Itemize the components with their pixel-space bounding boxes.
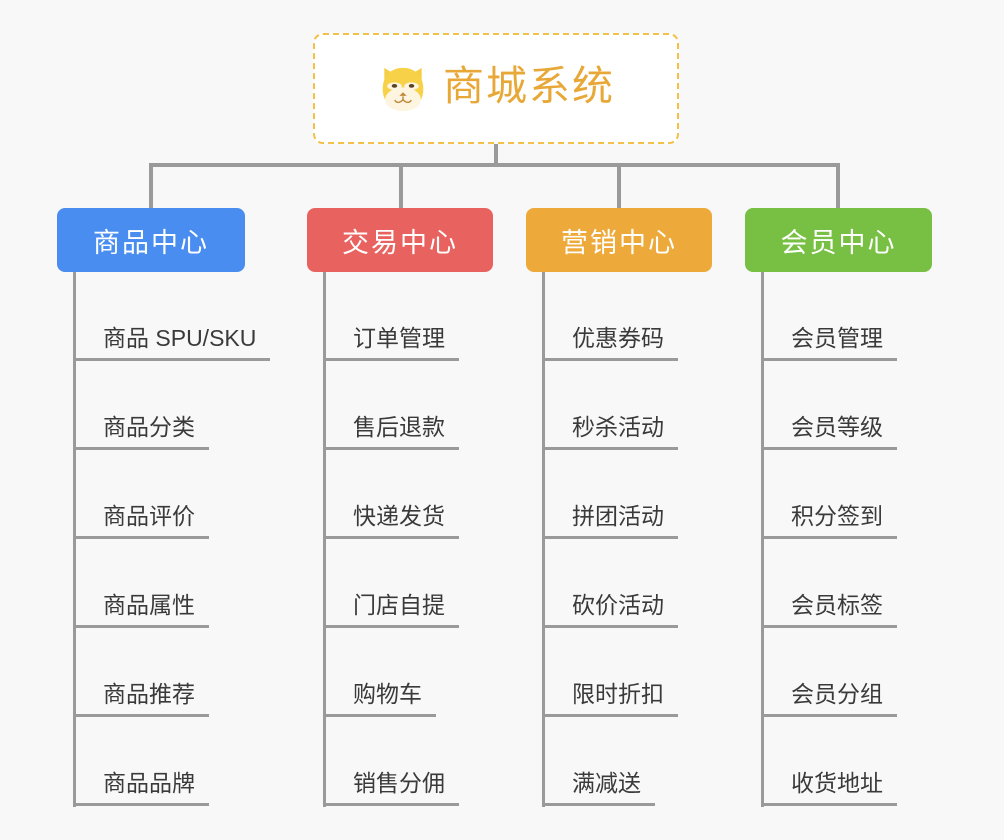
leaf-list-0: 商品 SPU/SKU 商品分类 商品评价 商品属性 商品推荐 商品品牌 (73, 272, 271, 806)
list-item[interactable]: 快递发货 (323, 450, 459, 539)
leaf-label: 购物车 (323, 681, 436, 717)
list-item[interactable]: 门店自提 (323, 539, 459, 628)
branch-spine-0 (73, 272, 76, 807)
root-node[interactable]: 商城系统 (313, 33, 679, 144)
list-item[interactable]: 砍价活动 (542, 539, 678, 628)
leaf-label: 拼团活动 (542, 503, 678, 539)
leaf-label: 销售分佣 (323, 770, 459, 806)
category-label-2: 营销中心 (561, 227, 677, 258)
leaf-label: 优惠券码 (542, 325, 678, 361)
leaf-label: 秒杀活动 (542, 414, 678, 450)
list-item[interactable]: 限时折扣 (542, 628, 678, 717)
leaf-label: 收货地址 (761, 770, 897, 806)
connector-horizontal-bus (149, 163, 840, 167)
leaf-label: 商品属性 (73, 592, 209, 628)
leaf-label: 商品推荐 (73, 681, 209, 717)
leaf-label: 会员分组 (761, 681, 897, 717)
connector-drop-branch-3 (836, 163, 840, 209)
branch-会员中心: 会员中心 会员管理 会员等级 积分签到 会员标签 会员分组 收货地址 (745, 208, 932, 807)
category-label-3: 会员中心 (780, 227, 897, 258)
branch-营销中心: 营销中心 优惠券码 秒杀活动 拼团活动 砍价活动 限时折扣 满减送 (526, 208, 712, 807)
leaf-label: 快递发货 (323, 503, 459, 539)
connector-root-stem (494, 144, 498, 166)
list-item[interactable]: 优惠券码 (542, 272, 678, 361)
list-item[interactable]: 商品属性 (73, 539, 270, 628)
leaf-list-2: 优惠券码 秒杀活动 拼团活动 砍价活动 限时折扣 满减送 (542, 272, 678, 806)
category-box-2[interactable]: 营销中心 (526, 208, 712, 272)
list-item[interactable]: 会员分组 (761, 628, 897, 717)
leaf-label: 门店自提 (323, 592, 459, 628)
list-item[interactable]: 商品品牌 (73, 717, 270, 806)
leaf-label: 积分签到 (761, 503, 897, 539)
branch-spine-2 (542, 272, 545, 807)
category-box-3[interactable]: 会员中心 (745, 208, 932, 272)
category-label-0: 商品中心 (93, 227, 209, 258)
list-item[interactable]: 订单管理 (323, 272, 459, 361)
list-item[interactable]: 会员等级 (761, 361, 897, 450)
leaf-label: 商品分类 (73, 414, 209, 450)
leaf-label: 满减送 (542, 770, 655, 806)
leaf-label: 售后退款 (323, 414, 459, 450)
list-item[interactable]: 满减送 (542, 717, 678, 806)
list-item[interactable]: 积分签到 (761, 450, 897, 539)
leaf-label: 订单管理 (323, 325, 459, 361)
list-item[interactable]: 商品分类 (73, 361, 270, 450)
shiba-dog-face-icon (382, 67, 424, 111)
list-item[interactable]: 购物车 (323, 628, 459, 717)
list-item[interactable]: 拼团活动 (542, 450, 678, 539)
connector-drop-branch-2 (617, 163, 621, 209)
leaf-label: 商品 SPU/SKU (73, 325, 271, 361)
branch-商品中心: 商品中心 商品 SPU/SKU 商品分类 商品评价 商品属性 商品推荐 商品品牌 (57, 208, 271, 807)
category-box-1[interactable]: 交易中心 (307, 208, 493, 272)
branch-spine-3 (761, 272, 764, 807)
leaf-label: 砍价活动 (542, 592, 678, 628)
root-title: 商城系统 (443, 63, 615, 109)
list-item[interactable]: 收货地址 (761, 717, 897, 806)
leaf-list-3: 会员管理 会员等级 积分签到 会员标签 会员分组 收货地址 (761, 272, 897, 806)
list-item[interactable]: 会员管理 (761, 272, 897, 361)
leaf-label: 会员标签 (761, 592, 897, 628)
leaf-label: 会员管理 (761, 325, 897, 361)
list-item[interactable]: 商品评价 (73, 450, 270, 539)
leaf-label: 会员等级 (761, 414, 897, 450)
leaf-label: 商品品牌 (73, 770, 209, 806)
category-box-0[interactable]: 商品中心 (57, 208, 245, 272)
branch-spine-1 (323, 272, 326, 807)
list-item[interactable]: 秒杀活动 (542, 361, 678, 450)
connector-drop-branch-1 (399, 163, 403, 209)
list-item[interactable]: 商品 SPU/SKU (73, 272, 271, 361)
list-item[interactable]: 商品推荐 (73, 628, 270, 717)
branch-交易中心: 交易中心 订单管理 售后退款 快递发货 门店自提 购物车 销售分佣 (307, 208, 493, 807)
list-item[interactable]: 销售分佣 (323, 717, 459, 806)
leaf-list-1: 订单管理 售后退款 快递发货 门店自提 购物车 销售分佣 (323, 272, 459, 806)
connector-drop-branch-0 (149, 163, 153, 209)
leaf-label: 商品评价 (73, 503, 209, 539)
leaf-label: 限时折扣 (542, 681, 678, 717)
category-label-1: 交易中心 (342, 227, 458, 258)
list-item[interactable]: 会员标签 (761, 539, 897, 628)
list-item[interactable]: 售后退款 (323, 361, 459, 450)
